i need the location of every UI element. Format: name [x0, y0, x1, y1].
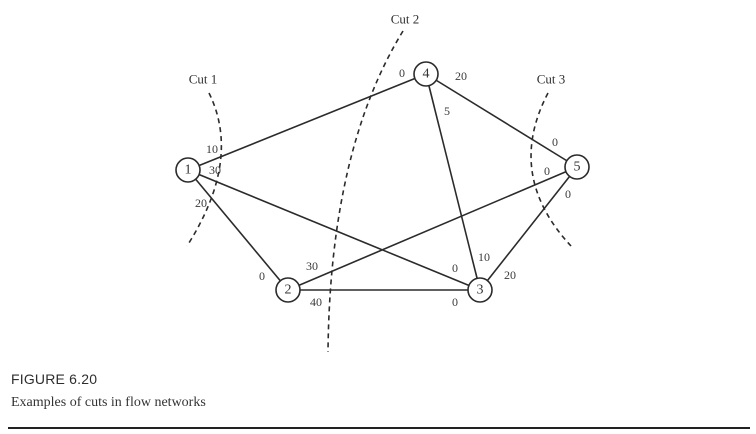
flow-label-4-5-at-5: 0: [552, 135, 558, 149]
flow-labels: 10 0 30 0 20 0 20 0 5 10 30 0 40 0 20 0: [195, 66, 571, 309]
edge-4-5: [425, 73, 578, 168]
flow-label-1-4-at-1: 10: [206, 142, 218, 156]
edge-2-5: [287, 166, 578, 291]
edge-1-4: [187, 73, 427, 171]
node-1-circle: [175, 157, 201, 183]
node-3-circle: [467, 277, 493, 303]
flow-label-1-4-at-4: 0: [399, 66, 405, 80]
flow-label-2-3-at-3: 0: [452, 295, 458, 309]
edge-1-2: [187, 169, 289, 291]
node-5-circle: [564, 154, 590, 180]
flow-label-2-3-at-2: 40: [310, 295, 322, 309]
flow-label-3-5-at-3: 20: [504, 268, 516, 282]
flow-label-1-3-at-3: 0: [452, 261, 458, 275]
node-3-label: 3: [477, 283, 484, 298]
node-4-label: 4: [423, 67, 430, 82]
flow-label-1-3-at-1: 30: [209, 163, 221, 177]
node-1: 1: [175, 157, 201, 183]
cut-3-curve: [530, 92, 572, 247]
edge-1-3: [187, 169, 481, 291]
flow-label-1-2-at-2: 0: [259, 269, 265, 283]
figure-number: FIGURE 6.20: [11, 371, 98, 387]
cut-3-label: Cut 3: [537, 72, 566, 87]
node-2: 2: [275, 277, 301, 303]
cut-2-curve: [327, 30, 404, 353]
nodes: 1 2 3 4 5: [175, 61, 590, 303]
cuts: Cut 1 Cut 2 Cut 3: [186, 12, 572, 353]
edge-3-5: [479, 166, 578, 291]
node-4-circle: [413, 61, 439, 87]
node-2-label: 2: [285, 283, 292, 298]
node-5-label: 5: [574, 160, 581, 175]
flow-label-4-3-at-3: 10: [478, 250, 490, 264]
flow-label-4-5-at-4: 20: [455, 69, 467, 83]
flow-label-3-5-at-5: 0: [565, 187, 571, 201]
node-2-circle: [275, 277, 301, 303]
figure-caption: Examples of cuts in flow networks: [11, 395, 206, 410]
edges: [187, 73, 578, 291]
flow-label-2-5-at-2: 30: [306, 259, 318, 273]
edge-4-3: [425, 73, 481, 291]
flow-label-4-3-at-4: 5: [444, 104, 450, 118]
caption-divider: [8, 427, 750, 429]
node-3: 3: [467, 277, 493, 303]
node-4: 4: [413, 61, 439, 87]
flow-label-2-5-at-5: 0: [544, 164, 550, 178]
cut-2-label: Cut 2: [391, 12, 420, 27]
node-5: 5: [564, 154, 590, 180]
cut-1-curve: [186, 92, 223, 247]
node-1-label: 1: [185, 163, 192, 178]
flow-label-1-2-at-1: 20: [195, 196, 207, 210]
cut-1-label: Cut 1: [189, 72, 218, 87]
